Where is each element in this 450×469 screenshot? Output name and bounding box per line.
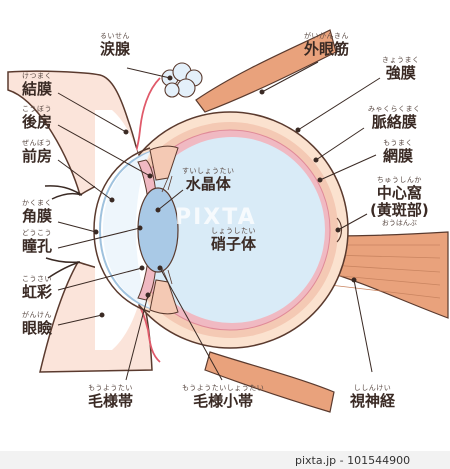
label-lacrimal-gland: るいせん涙腺 xyxy=(100,32,131,58)
label-zonule: もうようたいしょうたい毛様小帯 xyxy=(182,384,265,410)
label-posterior-chamber: こうぼう後房 xyxy=(22,105,53,131)
label-iris: こうさい虹彩 xyxy=(22,275,53,301)
cornea-shape xyxy=(93,147,151,313)
watermark: PIXTA xyxy=(175,205,257,230)
label-cornea: かくまく角膜 xyxy=(22,199,53,225)
label-lens: すいしょうたい水晶体 xyxy=(182,167,235,193)
label-retina: もうまく網膜 xyxy=(383,139,414,165)
lens-shape xyxy=(137,187,179,273)
upper-eyelash xyxy=(44,185,83,200)
vitreous-shape xyxy=(139,137,325,323)
label-optic-nerve: ししんけい視神経 xyxy=(350,384,396,410)
ciliary-upper xyxy=(149,145,179,181)
label-ciliary-body: もうようたい毛様帯 xyxy=(88,384,134,410)
footer-id: pixta.jp - 101544900 xyxy=(295,454,411,467)
label-fovea: ちゅうしんか中心窩(黄斑部)おうはんぶ xyxy=(370,176,429,227)
label-conjunctiva: けつまく結膜 xyxy=(22,72,53,98)
label-sclera: きょうまく強膜 xyxy=(382,56,420,82)
zonule-lines xyxy=(161,175,173,285)
label-vitreous: しょうしたい硝子体 xyxy=(211,227,257,253)
footer-bar: pixta.jp - 101544900 xyxy=(0,451,450,469)
label-eyelid: がんけん眼瞼 xyxy=(22,311,53,337)
label-anterior-chamber: ぜんぼう前房 xyxy=(22,139,53,165)
ciliary-lower xyxy=(149,279,179,315)
lower-eyelash xyxy=(45,257,81,279)
upper-muscle xyxy=(195,29,337,113)
lacrimal-gland-shape xyxy=(161,62,203,98)
label-extraocular-muscle: がいがんきん外眼筋 xyxy=(304,32,350,58)
lower-muscle xyxy=(204,351,335,413)
label-pupil: どうこう瞳孔 xyxy=(22,229,53,255)
label-choroid: みゃくらくまく脈絡膜 xyxy=(368,105,421,131)
leader-lines xyxy=(57,61,381,381)
